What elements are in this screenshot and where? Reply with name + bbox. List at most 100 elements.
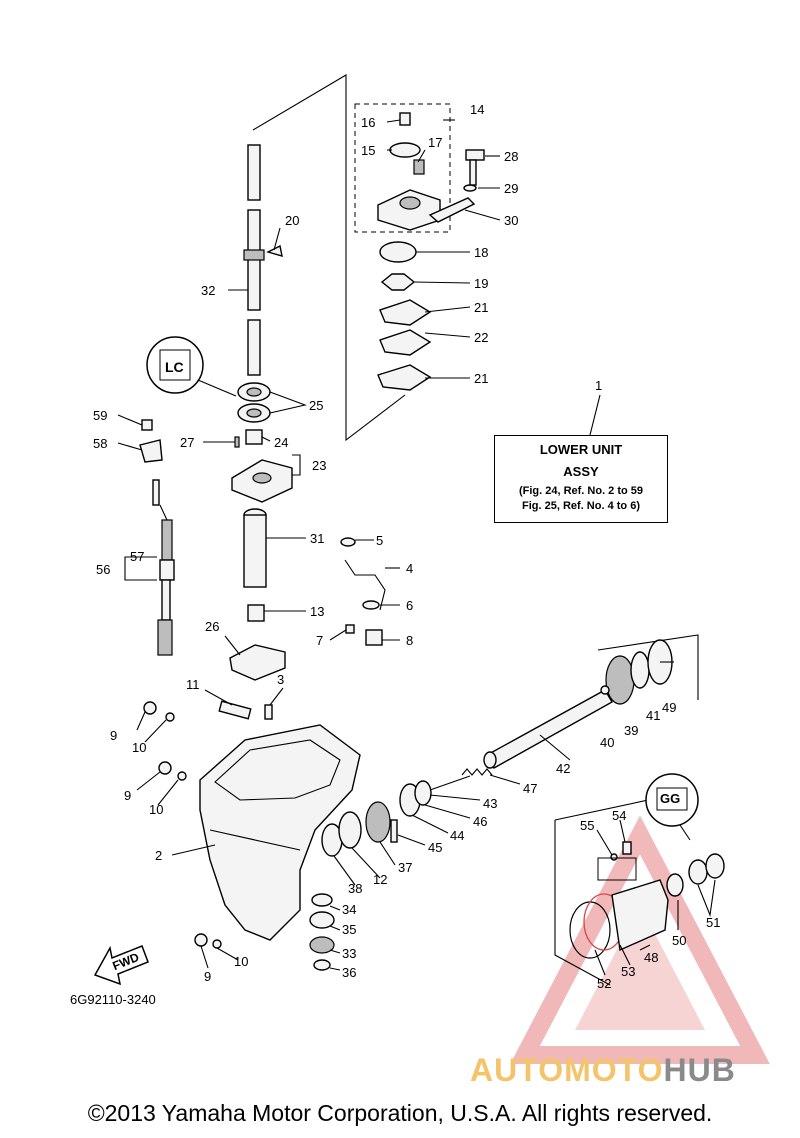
callout-59: 59 bbox=[93, 408, 107, 423]
water-pump-parts bbox=[377, 112, 485, 391]
pump-housing bbox=[231, 429, 293, 503]
reference-box: LOWER UNIT ASSY (Fig. 24, Ref. No. 2 to … bbox=[494, 435, 668, 523]
callout-2: 2 bbox=[155, 848, 162, 863]
tool-inset: LC bbox=[146, 336, 237, 397]
ref-line-1: LOWER UNIT bbox=[539, 442, 623, 457]
callout-40: 40 bbox=[600, 735, 614, 750]
pinion-group bbox=[309, 893, 335, 971]
callout-9c: 9 bbox=[204, 969, 211, 984]
callout-1: 1 bbox=[595, 378, 602, 393]
callout-26: 26 bbox=[205, 619, 219, 634]
callout-23: 23 bbox=[312, 458, 326, 473]
callout-44: 44 bbox=[450, 828, 464, 843]
callout-27: 27 bbox=[180, 435, 194, 450]
callout-12: 12 bbox=[373, 872, 387, 887]
water-tube-parts bbox=[340, 537, 386, 646]
callout-17: 17 bbox=[428, 135, 442, 150]
callout-48: 48 bbox=[644, 950, 658, 965]
callout-41: 41 bbox=[646, 708, 660, 723]
guide-lines bbox=[252, 74, 699, 986]
water-pump-kit-bracket bbox=[354, 103, 451, 233]
lower-case bbox=[199, 724, 361, 941]
callout-32: 32 bbox=[201, 283, 215, 298]
callout-35: 35 bbox=[342, 922, 356, 937]
callout-9a: 9 bbox=[110, 728, 117, 743]
callout-22: 22 bbox=[474, 330, 488, 345]
callout-4: 4 bbox=[406, 561, 413, 576]
callout-5: 5 bbox=[376, 533, 383, 548]
callout-24: 24 bbox=[274, 435, 288, 450]
watermark-triangle-logo bbox=[510, 815, 770, 1064]
callout-25: 25 bbox=[309, 398, 323, 413]
grease-inset bbox=[645, 773, 699, 841]
callout-53: 53 bbox=[621, 964, 635, 979]
callout-16: 16 bbox=[361, 115, 375, 130]
fwd-arrow: FWD bbox=[93, 945, 149, 986]
pin-3 bbox=[264, 704, 273, 720]
callout-21a: 21 bbox=[474, 300, 488, 315]
callout-37: 37 bbox=[398, 860, 412, 875]
callout-47: 47 bbox=[523, 781, 537, 796]
callout-3: 3 bbox=[277, 672, 284, 687]
callout-10c: 10 bbox=[234, 954, 248, 969]
callout-34: 34 bbox=[342, 902, 356, 917]
ref-line-3: (Fig. 24, Ref. No. 2 to 59 bbox=[518, 485, 644, 497]
callout-11: 11 bbox=[186, 677, 200, 692]
propeller-shaft-group bbox=[483, 639, 673, 769]
callout-30: 30 bbox=[504, 213, 518, 228]
callout-57: 57 bbox=[130, 549, 144, 564]
callout-52: 52 bbox=[597, 976, 611, 991]
callout-39: 39 bbox=[624, 723, 638, 738]
callout-42: 42 bbox=[556, 761, 570, 776]
callout-labels: 14 16 17 15 28 29 30 20 18 19 32 21 22 2… bbox=[93, 102, 720, 991]
callout-21b: 21 bbox=[474, 371, 488, 386]
callout-10b: 10 bbox=[149, 802, 163, 817]
bearings bbox=[237, 382, 271, 423]
callout-31: 31 bbox=[310, 531, 324, 546]
callout-50: 50 bbox=[672, 933, 686, 948]
callout-58: 58 bbox=[93, 436, 107, 451]
drive-tube-group bbox=[229, 508, 286, 681]
callout-19: 19 bbox=[474, 276, 488, 291]
copyright-notice: ©2013 Yamaha Motor Corporation, U.S.A. A… bbox=[87, 1100, 713, 1126]
callout-43: 43 bbox=[483, 796, 497, 811]
callout-7: 7 bbox=[316, 633, 323, 648]
callout-55: 55 bbox=[580, 818, 594, 833]
watermark-part-1: AUTOMOTO bbox=[470, 1052, 664, 1088]
callout-46: 46 bbox=[473, 814, 487, 829]
callout-29: 29 bbox=[504, 181, 518, 196]
callout-13: 13 bbox=[310, 604, 324, 619]
leader-lines bbox=[117, 119, 716, 976]
callout-18: 18 bbox=[474, 245, 488, 260]
callout-33: 33 bbox=[342, 946, 356, 961]
callout-14: 14 bbox=[470, 102, 484, 117]
drive-shaft bbox=[243, 144, 265, 376]
callout-28: 28 bbox=[504, 149, 518, 164]
callout-15: 15 bbox=[361, 143, 375, 158]
ref-line-4: Fig. 25, Ref. No. 4 to 6) bbox=[522, 500, 640, 512]
callout-6: 6 bbox=[406, 598, 413, 613]
grease-label: GG bbox=[660, 791, 680, 806]
bearing-housing-group bbox=[569, 841, 725, 959]
callout-51: 51 bbox=[706, 915, 720, 930]
ref-line-2: ASSY bbox=[563, 464, 599, 479]
plate-11 bbox=[218, 700, 252, 720]
callout-36: 36 bbox=[342, 965, 356, 980]
reverse-gear-group bbox=[321, 768, 493, 857]
callout-8: 8 bbox=[406, 633, 413, 648]
watermark-part-2: HUB bbox=[663, 1052, 736, 1088]
callout-9b: 9 bbox=[124, 788, 131, 803]
diagram-code: 6G92110-3240 bbox=[70, 992, 156, 1007]
callout-56: 56 bbox=[96, 562, 110, 577]
shift-rod-assembly bbox=[139, 419, 175, 656]
callout-10a: 10 bbox=[132, 740, 146, 755]
bolts-and-washers bbox=[143, 701, 222, 949]
callout-49: 49 bbox=[662, 700, 676, 715]
callout-38: 38 bbox=[348, 881, 362, 896]
callout-20: 20 bbox=[285, 213, 299, 228]
callout-54: 54 bbox=[612, 808, 626, 823]
callout-45: 45 bbox=[428, 840, 442, 855]
svg-text:LC: LC bbox=[165, 359, 184, 375]
watermark-text: AUTOMOTOHUB bbox=[470, 1052, 736, 1089]
